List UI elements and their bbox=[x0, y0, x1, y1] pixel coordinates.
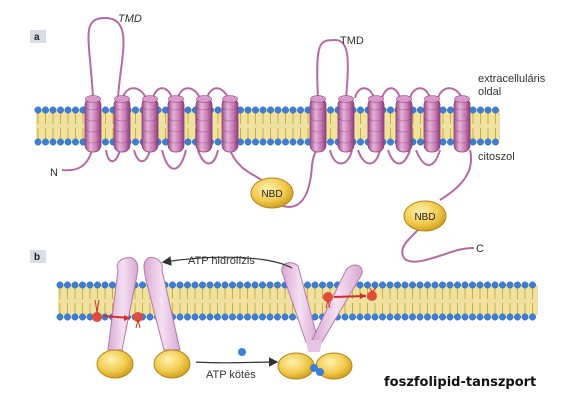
helix bbox=[395, 95, 413, 153]
helix bbox=[113, 95, 131, 153]
svg-text:a: a bbox=[34, 32, 40, 43]
tmd-right-label: TMD bbox=[340, 35, 364, 47]
helix bbox=[221, 95, 239, 153]
transmembrane-helices bbox=[84, 95, 471, 153]
transporter-inward-open bbox=[92, 257, 191, 379]
cytosol-label: citoszol bbox=[478, 151, 515, 163]
panel-a: a bbox=[30, 13, 546, 263]
helix bbox=[453, 95, 471, 153]
tmd-left-loops bbox=[87, 16, 271, 189]
nbd-left: NBD bbox=[250, 177, 294, 209]
helix bbox=[141, 95, 159, 153]
svg-text:b: b bbox=[34, 252, 40, 263]
tmd-right-loops bbox=[316, 38, 473, 201]
helix bbox=[195, 95, 213, 153]
atp-hydrolysis-label: ATP hidrolízis bbox=[188, 255, 255, 267]
svg-text:NBD: NBD bbox=[414, 212, 435, 223]
panel-b-tag: b bbox=[30, 250, 46, 263]
helix bbox=[84, 95, 102, 153]
atp-binding-arrow bbox=[195, 357, 279, 367]
helix bbox=[367, 95, 385, 153]
n-terminus-label: N bbox=[50, 167, 58, 179]
extracellular-label-line1: extracelluláris bbox=[478, 73, 546, 85]
atp-binding-label: ATP kötés bbox=[206, 369, 256, 381]
panel-a-tag: a bbox=[30, 30, 46, 43]
atp-molecule bbox=[238, 348, 246, 356]
n-terminus-chain bbox=[61, 149, 93, 172]
helix bbox=[167, 95, 185, 153]
panel-b: b bbox=[30, 250, 538, 381]
transporter-outward-open bbox=[277, 262, 377, 380]
helix bbox=[309, 95, 327, 153]
extracellular-label-line2: oldal bbox=[478, 86, 501, 98]
figure-caption: foszfolipid-tanszport bbox=[384, 375, 536, 390]
helix bbox=[423, 95, 441, 153]
c-terminus-chain bbox=[401, 229, 475, 263]
svg-text:NBD: NBD bbox=[261, 189, 282, 200]
nbd-right: NBD bbox=[403, 200, 447, 232]
atp-hydrolysis-arrow bbox=[161, 256, 293, 269]
c-terminus-label: C bbox=[476, 243, 484, 255]
tmd-left-label: TMD bbox=[118, 13, 142, 25]
helix bbox=[337, 95, 355, 153]
